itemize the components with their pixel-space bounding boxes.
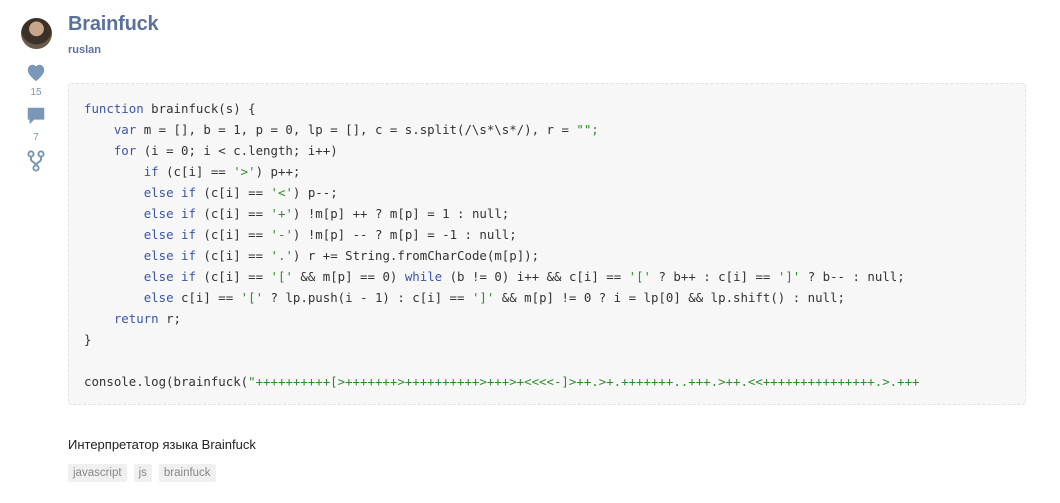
post-description: Интерпретатор языка Brainfuck <box>68 437 256 452</box>
code-line: function brainfuck(s) { <box>84 101 256 116</box>
code-line: if (c[i] == '>') p++; <box>143 164 301 179</box>
code-block: function brainfuck(s) { var m = [], b = … <box>68 83 1026 405</box>
code-line: else c[i] == '[' ? lp.push(i - 1) : c[i]… <box>143 290 845 305</box>
comments-button[interactable] <box>22 105 50 132</box>
code-line: else if (c[i] == '-') !m[p] -- ? m[p] = … <box>143 227 517 242</box>
post-title[interactable]: Brainfuck <box>68 13 159 35</box>
fork-button[interactable] <box>22 150 50 177</box>
code-line: var m = [], b = 1, p = 0, lp = [], c = s… <box>113 122 599 137</box>
tag-brainfuck[interactable]: brainfuck <box>158 464 216 482</box>
code-line: else if (c[i] == '+') !m[p] ++ ? m[p] = … <box>143 206 510 221</box>
code-line: else if (c[i] == '.') r += String.fromCh… <box>143 248 540 263</box>
code-line: console.log(brainfuck("++++++++++[>+++++… <box>84 374 920 389</box>
code-line: } <box>84 332 92 347</box>
post-actions: 15 7 <box>22 62 50 177</box>
fork-icon <box>27 150 45 172</box>
comments-count: 7 <box>33 132 39 143</box>
likes-count: 15 <box>30 87 42 98</box>
heart-icon <box>27 64 45 82</box>
post-author[interactable]: ruslan <box>68 44 102 56</box>
tag-list: javascript js brainfuck <box>68 464 216 482</box>
code-line: else if (c[i] == '[' && m[p] == 0) while… <box>143 269 905 284</box>
tag-js[interactable]: js <box>133 464 152 482</box>
tag-javascript[interactable]: javascript <box>68 464 127 482</box>
code-content: function brainfuck(s) { var m = [], b = … <box>69 84 1025 392</box>
author-avatar[interactable] <box>21 18 52 49</box>
like-button[interactable] <box>22 62 50 87</box>
code-line: else if (c[i] == '<') p--; <box>143 185 338 200</box>
comment-icon <box>27 107 45 125</box>
code-line: for (i = 0; i < c.length; i++) <box>113 143 338 158</box>
code-line: return r; <box>113 311 181 326</box>
